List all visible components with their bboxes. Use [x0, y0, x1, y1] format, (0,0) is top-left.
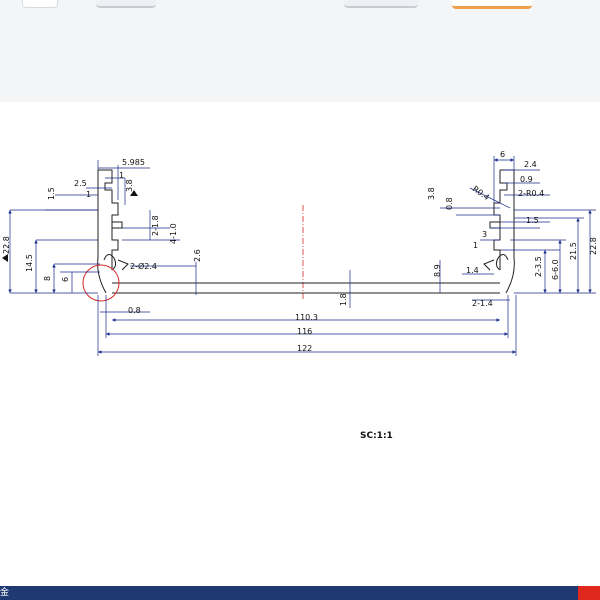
dim-label: 1.4 — [466, 266, 479, 275]
dim-label: 3.8 — [125, 179, 134, 192]
dim-label: 22.8 — [589, 237, 598, 255]
dim-label: 1.8 — [339, 293, 348, 306]
dim-label: 1.5 — [526, 216, 539, 225]
dim-label: 0.8 — [445, 197, 454, 210]
dim-label: R0.4 — [471, 184, 491, 202]
dim-label: 1.5 — [47, 187, 56, 200]
dim-label: 3.8 — [427, 187, 436, 200]
taskbar-app-icon[interactable] — [578, 586, 600, 600]
dim-label: 0.8 — [128, 306, 141, 315]
dim-label: 5.985 — [122, 158, 145, 167]
dim-label: 2.5 — [74, 179, 87, 188]
dim-label: 1 — [473, 241, 478, 250]
dim-label: 21.5 — [569, 242, 578, 260]
dimension-lines — [8, 156, 596, 356]
dim-label: 22.8 — [2, 236, 11, 254]
toolbar-tab-2[interactable] — [96, 0, 156, 8]
dim-label: 8.9 — [433, 264, 442, 277]
ribbon-area — [0, 40, 600, 103]
dim-label: 110.3 — [295, 313, 318, 322]
toolbar-tab-1[interactable] — [22, 0, 58, 8]
taskbar-label[interactable]: 金 — [0, 588, 10, 598]
dim-label: 2-1.4 — [472, 299, 493, 308]
dim-label: 14.5 — [25, 254, 34, 272]
app-top-bar — [0, 0, 600, 41]
dim-label: 6 — [500, 150, 505, 159]
dim-label: 2-1.8 — [151, 215, 160, 236]
dim-label: 1 — [119, 171, 124, 180]
dim-label: 2-Ø2.4 — [130, 261, 157, 271]
os-taskbar: 金 — [0, 586, 600, 600]
dim-label: 3 — [482, 230, 487, 239]
dim-label: 6-6.0 — [551, 259, 560, 280]
dim-label: 122 — [297, 344, 312, 353]
dim-label: 2.6 — [193, 249, 202, 262]
dimension-labels: 5.985 1 2.5 1 3.8 1.5 2-1.8 4-1.0 22.8 1… — [2, 150, 598, 353]
dim-label: 4-1.0 — [169, 223, 178, 244]
cad-drawing[interactable]: 5.985 1 2.5 1 3.8 1.5 2-1.8 4-1.0 22.8 1… — [0, 102, 600, 586]
drawing-canvas[interactable]: 5.985 1 2.5 1 3.8 1.5 2-1.8 4-1.0 22.8 1… — [0, 102, 600, 586]
dim-label: 8 — [43, 276, 52, 281]
toolbar-tab-active[interactable] — [452, 0, 532, 9]
dim-label: 1 — [86, 190, 91, 199]
dim-label: 0.9 — [520, 175, 533, 184]
scale-label: SC:1:1 — [360, 431, 393, 441]
dim-label: 2-R0.4 — [518, 189, 544, 198]
detail-circle — [82, 264, 120, 302]
datum-triangle-icon — [2, 254, 8, 262]
dim-label: 2-3.5 — [534, 256, 543, 277]
datum-triangle-icon — [130, 190, 138, 196]
dim-label: 2.4 — [524, 160, 537, 169]
profile-outline — [97, 169, 515, 294]
dim-label: 116 — [297, 327, 312, 336]
toolbar-tab-3[interactable] — [344, 0, 418, 8]
dim-label: 6 — [61, 277, 70, 282]
